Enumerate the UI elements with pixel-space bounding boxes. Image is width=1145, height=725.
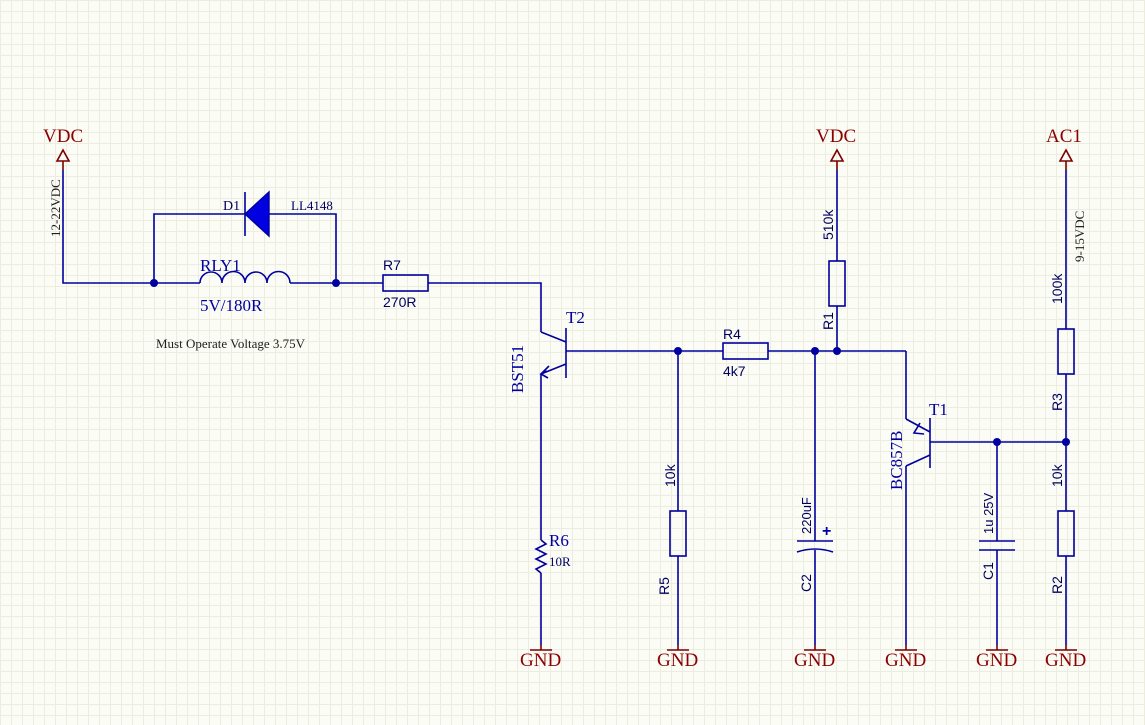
vdc-right-label: VDC bbox=[816, 126, 856, 147]
r6-ref: R6 bbox=[549, 531, 569, 550]
t1-value: BC857B bbox=[887, 430, 906, 490]
gnd-r5: GND bbox=[657, 645, 698, 671]
gnd-r2: GND bbox=[1045, 645, 1086, 671]
r4-ref: R4 bbox=[723, 326, 741, 342]
gnd-t1: GND bbox=[885, 645, 926, 671]
resistor-r6: R6 10R bbox=[534, 531, 571, 645]
c1-value: 1u 25V bbox=[981, 492, 996, 534]
gnd-label: GND bbox=[1045, 650, 1086, 671]
gnd-label: GND bbox=[657, 650, 698, 671]
r1-ref: R1 bbox=[820, 312, 836, 330]
t1-ref: T1 bbox=[929, 400, 948, 419]
transistor-t2: T2 BST51 bbox=[508, 308, 678, 540]
r2-ref: R2 bbox=[1049, 576, 1065, 594]
gnd-label: GND bbox=[794, 650, 835, 671]
relay-coil-rly1 bbox=[199, 270, 291, 284]
gnd-c2: GND bbox=[794, 645, 835, 671]
r6-value: 10R bbox=[549, 554, 571, 569]
t2-value: BST51 bbox=[508, 345, 527, 393]
c2-value: 220uF bbox=[799, 497, 814, 534]
r1-value: 510k bbox=[820, 209, 836, 240]
r3-ref: R3 bbox=[1049, 393, 1065, 411]
r5-ref: R5 bbox=[656, 577, 672, 595]
r3-value: 100k bbox=[1049, 273, 1065, 304]
relay-diode-network: D1 LL4148 RLY1 5V/180R Must Operate Volt… bbox=[62, 170, 340, 351]
gnd-c1: GND bbox=[976, 645, 1017, 671]
c2-polarity: + bbox=[822, 523, 831, 540]
gnd-label: GND bbox=[885, 650, 926, 671]
r7-value: 270R bbox=[383, 294, 416, 310]
r5-value: 10k bbox=[662, 463, 678, 487]
relay-note: Must Operate Voltage 3.75V bbox=[156, 336, 306, 351]
resistor-r4: R4 4k7 bbox=[678, 326, 906, 379]
resistor-r3: 100k R3 bbox=[1049, 170, 1075, 442]
vdc-range-label: 12-22VDC bbox=[48, 179, 63, 237]
wire-vdc-relay bbox=[62, 170, 154, 284]
r7-ref: R7 bbox=[383, 257, 401, 273]
diode-d1 bbox=[243, 190, 270, 238]
vdc-left-label: VDC bbox=[43, 126, 83, 147]
capacitor-c2: + 220uF C2 bbox=[796, 351, 834, 645]
d1-value: LL4148 bbox=[291, 198, 333, 213]
gnd-label: GND bbox=[976, 650, 1017, 671]
ac-range-label: 9-15VDC bbox=[1072, 211, 1087, 262]
rly1-value: 5V/180R bbox=[200, 296, 263, 315]
c1-ref: C1 bbox=[980, 562, 996, 580]
t2-ref: T2 bbox=[566, 308, 585, 327]
d1-ref: D1 bbox=[223, 199, 240, 214]
gnd-label: GND bbox=[520, 650, 561, 671]
capacitor-c1: 1u 25V C1 bbox=[979, 442, 1015, 645]
vdc-power-port-left: VDC 12-22VDC bbox=[43, 126, 83, 237]
rly1-ref: RLY1 bbox=[200, 256, 241, 275]
ac1-label: AC1 bbox=[1046, 126, 1082, 147]
vdc-power-port-right: VDC bbox=[816, 126, 856, 170]
resistor-r1: 510k R1 bbox=[820, 170, 846, 351]
gnd-t2: GND bbox=[520, 645, 561, 671]
resistor-r7: R7 270R bbox=[336, 257, 542, 332]
r2-value: 10k bbox=[1049, 463, 1065, 487]
c2-ref: C2 bbox=[798, 574, 814, 592]
resistor-r2: 10k R2 bbox=[1049, 442, 1075, 645]
r4-value: 4k7 bbox=[723, 363, 746, 379]
resistor-r5: 10k R5 bbox=[656, 347, 687, 645]
ac1-power-port: AC1 9-15VDC bbox=[1046, 126, 1087, 262]
transistor-t1: T1 BC857B bbox=[887, 351, 1070, 645]
